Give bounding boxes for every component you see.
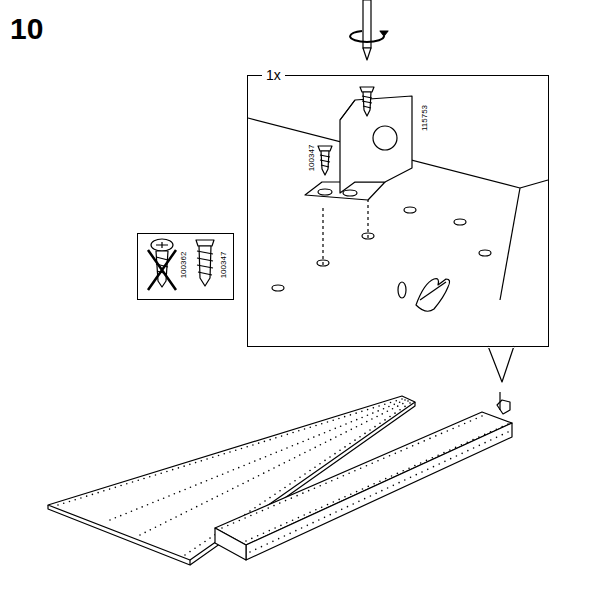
detail-inset: 1x — [247, 75, 549, 347]
quantity-label: 1x — [262, 67, 285, 83]
part-number: 100362 — [179, 248, 188, 283]
part-number: 100347 — [307, 145, 316, 172]
step-number: 10 — [10, 12, 43, 46]
callout-pointer — [488, 346, 514, 382]
screw-legend-box: 100362 100347 — [137, 233, 234, 300]
screw — [318, 87, 374, 175]
screwdriver — [350, 0, 388, 60]
shelf-panel — [215, 392, 512, 560]
angle-bracket — [305, 96, 412, 200]
screw-comparison — [148, 239, 214, 290]
part-number: 100347 — [219, 248, 228, 283]
part-number: 115753 — [420, 105, 429, 131]
